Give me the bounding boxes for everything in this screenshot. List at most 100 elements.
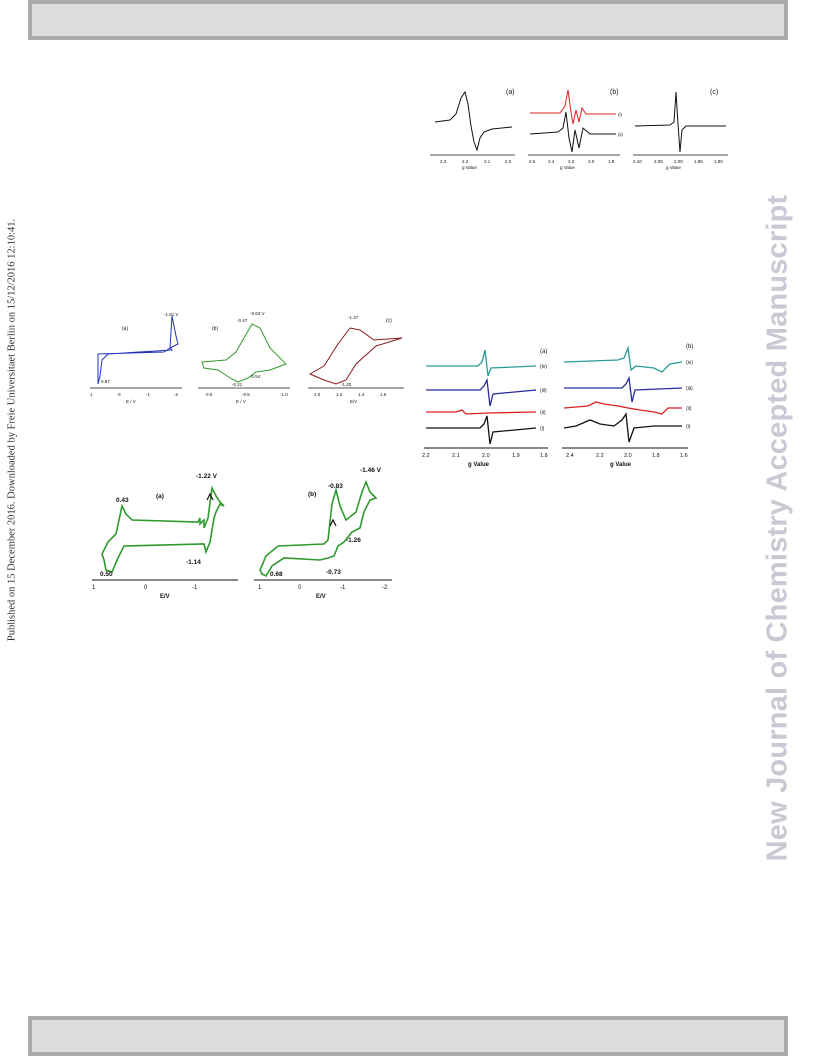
tick-label: -1 [192,585,198,591]
tick-label: 1 [90,392,93,397]
epr-trace [434,90,513,152]
annotation: -1.37 [348,315,359,320]
panel-label: (a) [540,349,547,355]
trace-iii [564,375,683,403]
tick-label: 0 [118,392,121,397]
tick-label: 1.4 [358,392,365,397]
panel-label: (c) [386,318,392,324]
trace-i [426,415,537,445]
annotation: -1.26 [346,537,361,544]
cv-trace-green [201,323,287,383]
direction-arrow [206,492,214,501]
trace-iv [563,345,683,373]
cv-trace-green [259,479,378,578]
tick-label: 1.8 [608,159,615,164]
tick-label: 1.8 [652,453,660,459]
annotation: 0.68 [270,571,283,578]
trace-label: (iii) [686,386,693,392]
tick-label: 2.0 [482,453,490,459]
tick-label: 2.1 [484,159,491,164]
tick-label: 1 [258,585,262,591]
figure-epr-top: (a) 2.3 2.2 2.1 2.0 g Value (b) (i) (ii)… [430,89,728,170]
trace-label: (iii) [540,388,547,394]
tick-label: 2.10 [633,159,642,164]
panel-label: (a) [506,89,515,96]
tick-label: 2.0 [624,453,632,459]
direction-arrow [329,518,337,527]
trace-i [563,412,682,443]
tick-label: 1.0 [314,392,321,397]
epr-trace-red [530,89,616,125]
tick-label: 1.2 [336,392,343,397]
tick-label: 0.0 [206,392,213,397]
axis-label: g Value [468,462,490,468]
annotation: -1.14 [186,559,201,566]
axis-label: E/V [350,399,357,404]
panel-label: (b) [212,326,218,332]
tick-label: 1.90 [714,159,723,164]
tick-label: 1.9 [512,453,520,459]
trace-label: (iv) [686,360,693,366]
epr-trace-black [529,111,616,153]
panel-label: (b) [686,344,693,350]
tick-label: 0 [298,585,302,591]
epr-panel-b: (b) (i) (ii) 2.6 2.4 2.2 2.0 1.8 g Value [528,89,623,170]
axis-label: g Value [666,165,681,170]
trace-label: (ii) [540,410,546,416]
axis-label: g Value [610,462,632,468]
tick-label: -2 [382,585,388,591]
trace-label: (i) [686,424,691,430]
panel-label: (c) [710,89,718,96]
tick-label: 2.1 [452,453,460,459]
tick-label: 2.05 [654,159,663,164]
tick-label: -2 [174,392,178,397]
annotation: -1.22 V [196,473,218,480]
panel-label: (b) [308,491,316,498]
published-note: Published on 15 December 2016. Downloade… [6,218,18,642]
annotation: 0.67 [101,379,110,384]
epr-trace [634,91,726,153]
journal-watermark: New Journal of Chemistry Accepted Manusc… [761,194,794,862]
tick-label: 2.4 [566,453,574,459]
header-bar [28,0,788,40]
epr-stack-b: (b) (iv) (iii) (ii) (i) 2.4 2.2 2.0 1.8 … [562,344,693,468]
annotation: -0.83 [328,483,343,490]
trace-label: (i) [540,426,545,432]
figure-cv-large: (a) -1.22 V 0.43 -1.14 0.50 1 0 -1 E/V (… [92,467,392,600]
epr-stack-a: (a) (iv) (iii) (ii) (i) 2.2 2.1 2.0 1.9 … [422,349,548,468]
footer-bar [28,1016,788,1056]
trace-ii [426,409,537,415]
trace-iv [426,349,537,377]
axis-label: E/V [160,594,170,600]
cv-panel-a: (a) -1.81 V 0.67 1 0 -1 -2 E / V [90,312,182,404]
axis-label: g Value [462,165,477,170]
annotation: -0.47 [237,318,248,323]
tick-label: 0 [144,585,148,591]
cv-large-panel-a: (a) -1.22 V 0.43 -1.14 0.50 1 0 -1 E/V [92,473,238,600]
panel-label: (a) [122,326,128,332]
tick-label: 2.4 [548,159,555,164]
annotation: -1.20 [341,382,352,387]
cv-large-panel-b: (b) -1.46 V -0.83 -1.26 -0.73 0.68 1 0 -… [254,467,392,600]
tick-label: 2.2 [462,159,469,164]
trace-label: (ii) [686,406,692,412]
tick-label: 2.0 [505,159,512,164]
tick-label: 2.2 [596,453,604,459]
tick-label: 1 [92,585,96,591]
tick-label: -0.5 [242,392,250,397]
axis-label: E / V [236,399,246,404]
cv-panel-b: (b) -0.63 V -0.47 -0.54 -0.21 0.0 -0.5 -… [198,311,290,404]
axis-label: E / V [126,399,136,404]
cv-panel-c: (c) -1.37 -1.20 1.0 1.2 1.4 1.6 E/V [308,315,404,404]
annotation: -0.73 [326,569,341,576]
panel-label: (b) [610,89,619,96]
trace-label: (ii) [618,132,623,137]
tick-label: 2.2 [568,159,575,164]
cv-trace-blue [97,315,179,385]
annotation: -0.21 [232,382,243,387]
trace-label: (iv) [540,364,547,370]
epr-panel-a: (a) 2.3 2.2 2.1 2.0 g Value [430,89,515,170]
annotation: -0.63 V [250,311,265,316]
figure-epr-right: (a) (iv) (iii) (ii) (i) 2.2 2.1 2.0 1.9 … [422,344,693,468]
trace-ii [563,401,682,415]
